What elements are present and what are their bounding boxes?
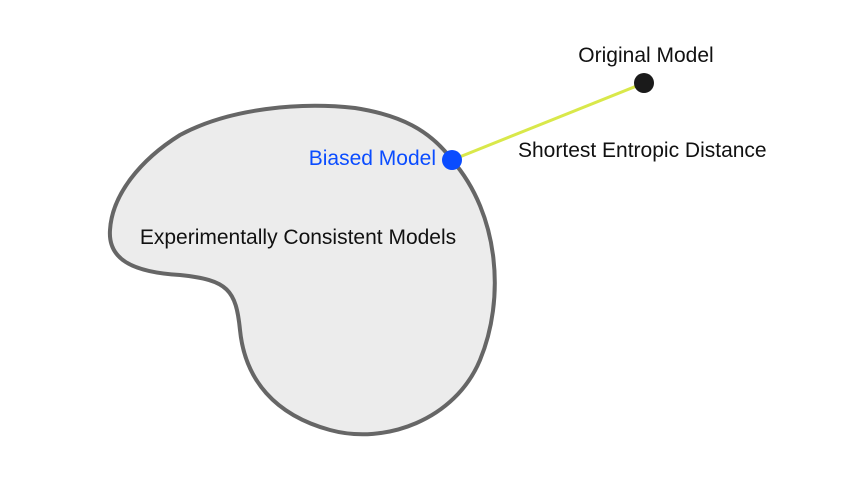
original-model-point [634, 73, 654, 93]
original-model-label: Original Model [578, 44, 713, 67]
shortest-distance-line [451, 81, 645, 162]
biased-model-point [442, 150, 462, 170]
consistent-models-label: Experimentally Consistent Models [140, 226, 456, 249]
shortest-distance-label: Shortest Entropic Distance [518, 139, 767, 162]
consistent-models-region [107, 103, 497, 437]
biased-model-label: Biased Model [309, 147, 436, 170]
